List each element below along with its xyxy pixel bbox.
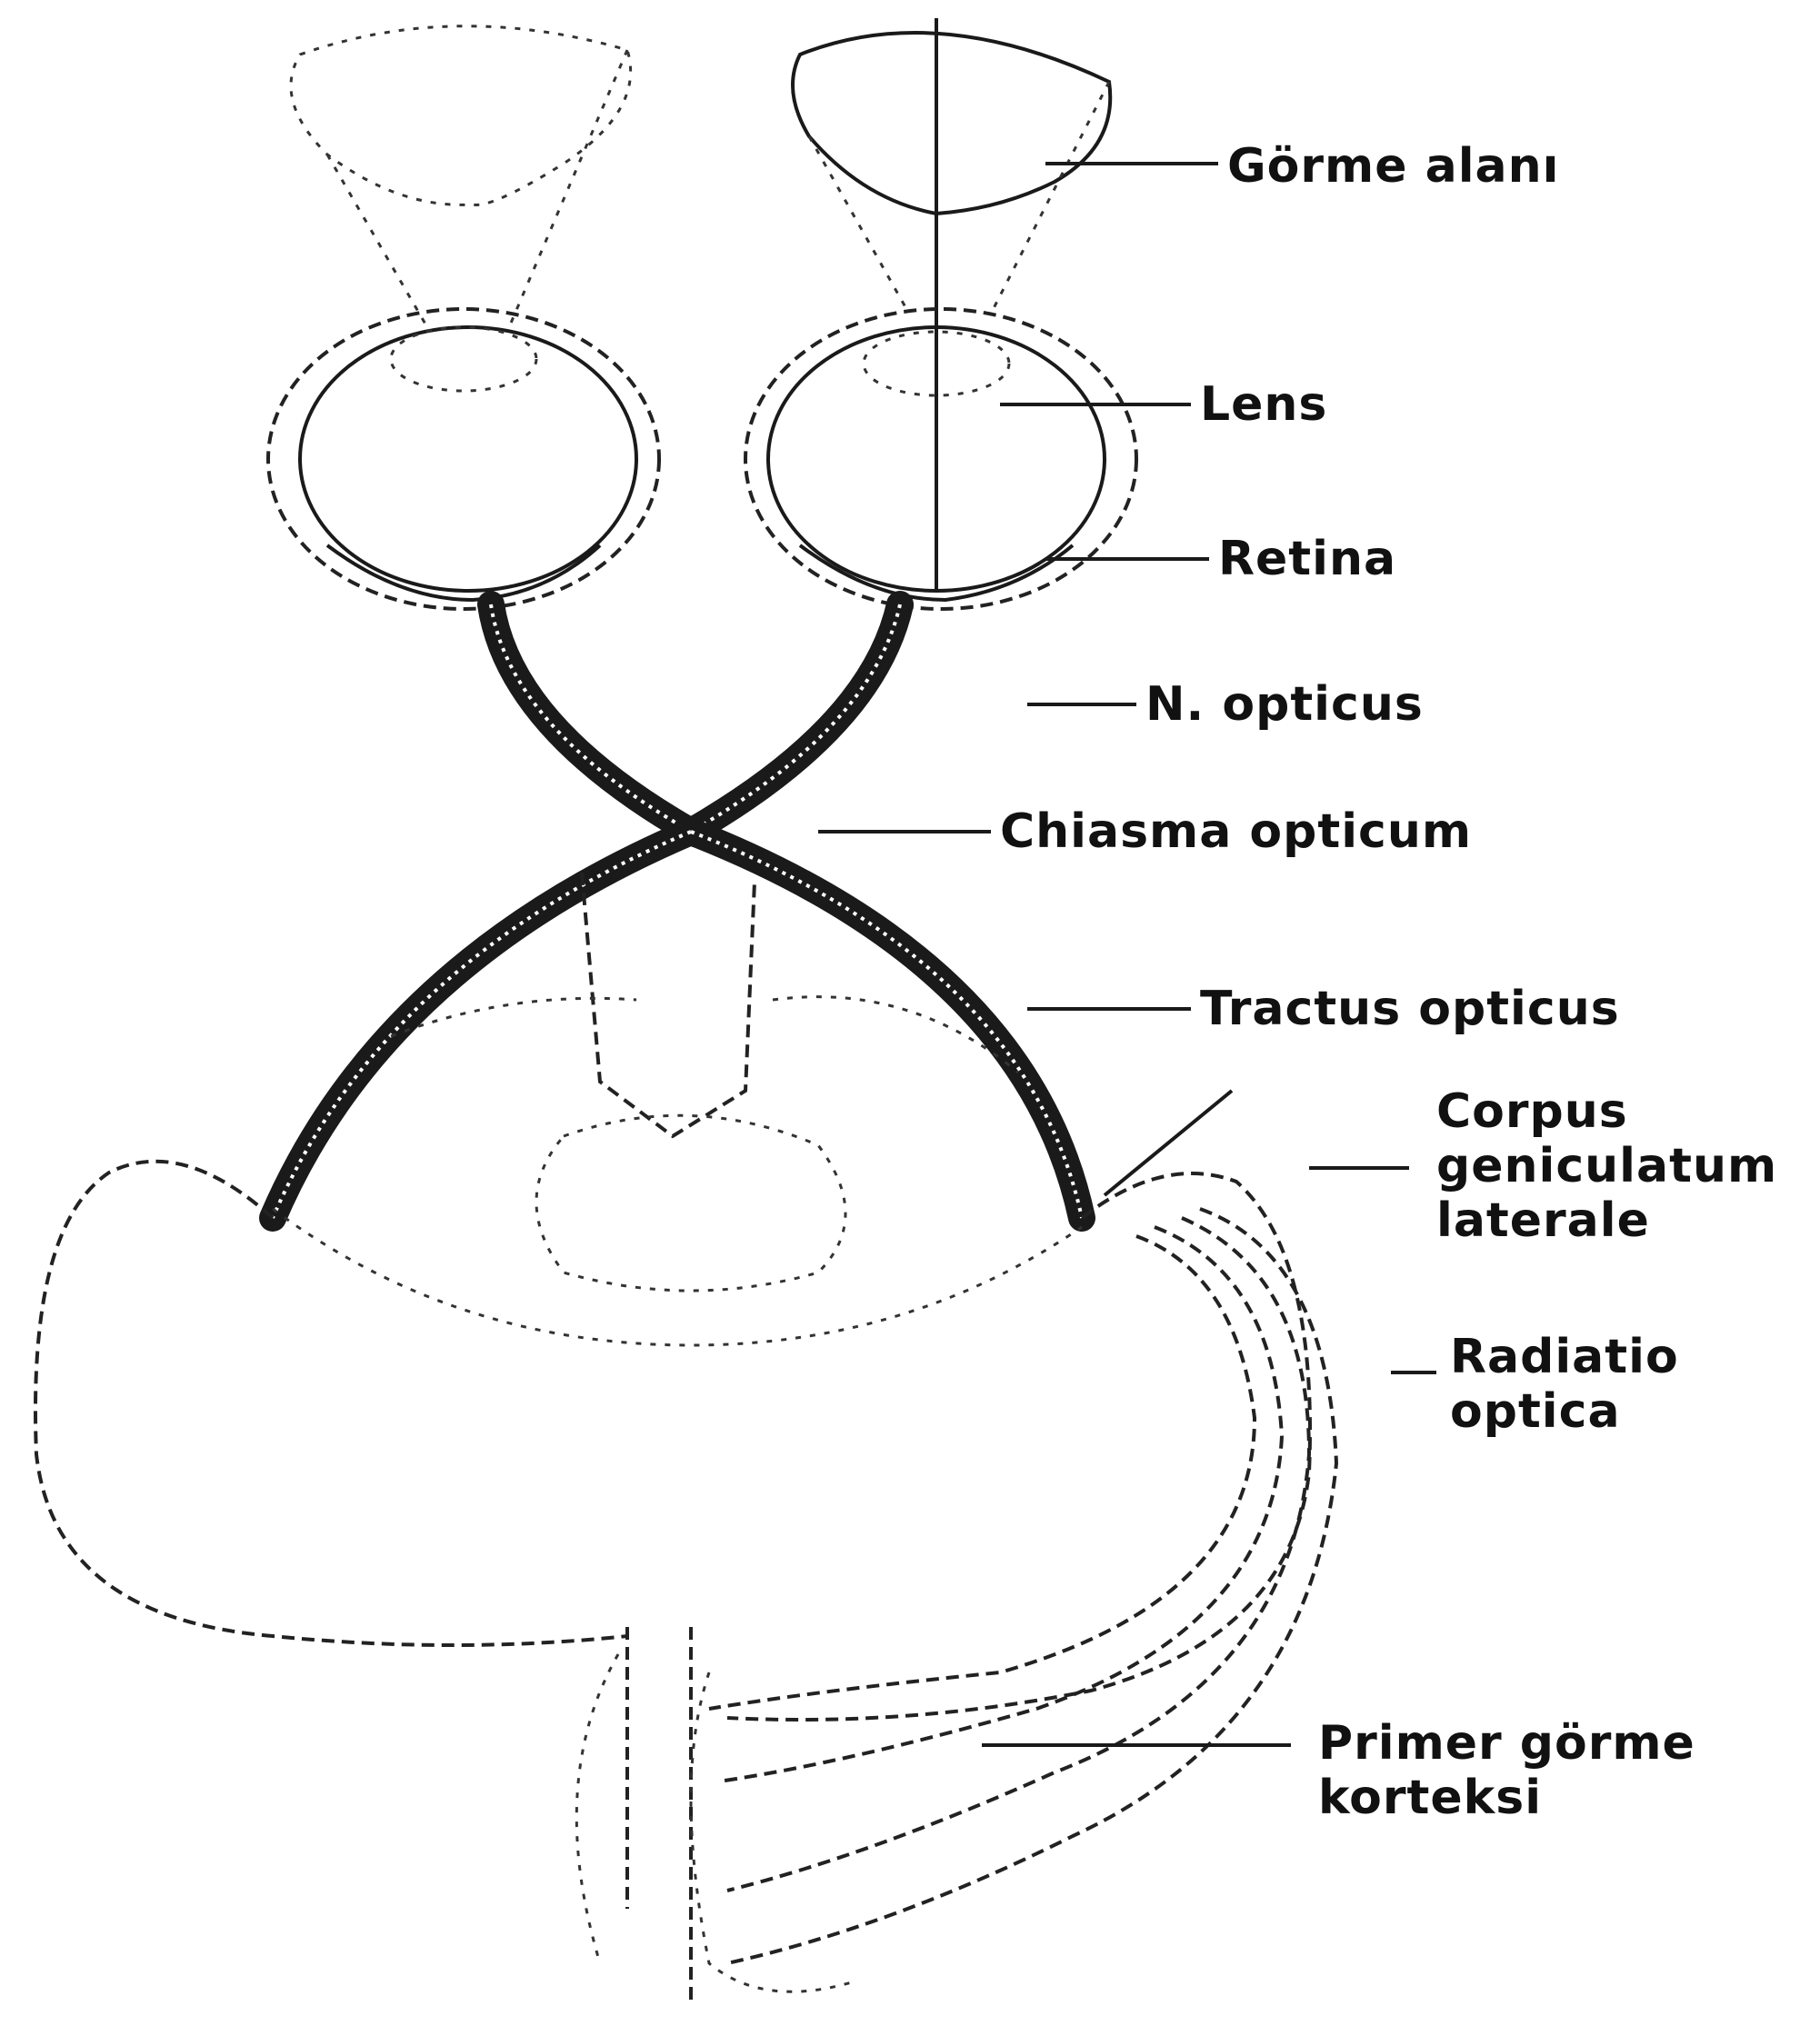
leader-corpus-tick (1105, 1091, 1232, 1195)
label-n-opticus: N. opticus (1145, 677, 1424, 732)
label-retina: Retina (1218, 532, 1396, 586)
optic-tracts (273, 832, 1082, 1218)
midbrain (273, 873, 1082, 1345)
label-corpus-geniculatum-line1: Corpus (1436, 1084, 1628, 1139)
label-primer-gorme-korteksi-line2: korteksi (1318, 1771, 1542, 1825)
right-eye (745, 309, 1136, 609)
label-tractus-opticus: Tractus opticus (1200, 982, 1620, 1036)
optic-nerves (491, 604, 900, 832)
left-eye (268, 309, 659, 609)
labels: Görme alanı Lens Retina N. opticus Chias… (1000, 139, 1777, 1825)
left-visual-field (291, 26, 631, 327)
right-visual-field (793, 18, 1110, 591)
label-radiatio-optica-line2: optica (1450, 1384, 1621, 1439)
label-radiatio-optica-line1: Radiatio (1450, 1330, 1679, 1384)
label-corpus-geniculatum-line3: laterale (1436, 1193, 1650, 1248)
brain-outline (35, 1162, 1310, 2000)
label-primer-gorme-korteksi-line1: Primer görme (1318, 1716, 1695, 1771)
label-chiasma-opticum: Chiasma opticum (1000, 804, 1472, 859)
label-lens: Lens (1200, 377, 1327, 432)
label-gorme-alani: Görme alanı (1227, 139, 1559, 194)
optic-radiations (709, 1209, 1336, 1963)
label-corpus-geniculatum-line2: geniculatum (1436, 1139, 1777, 1193)
